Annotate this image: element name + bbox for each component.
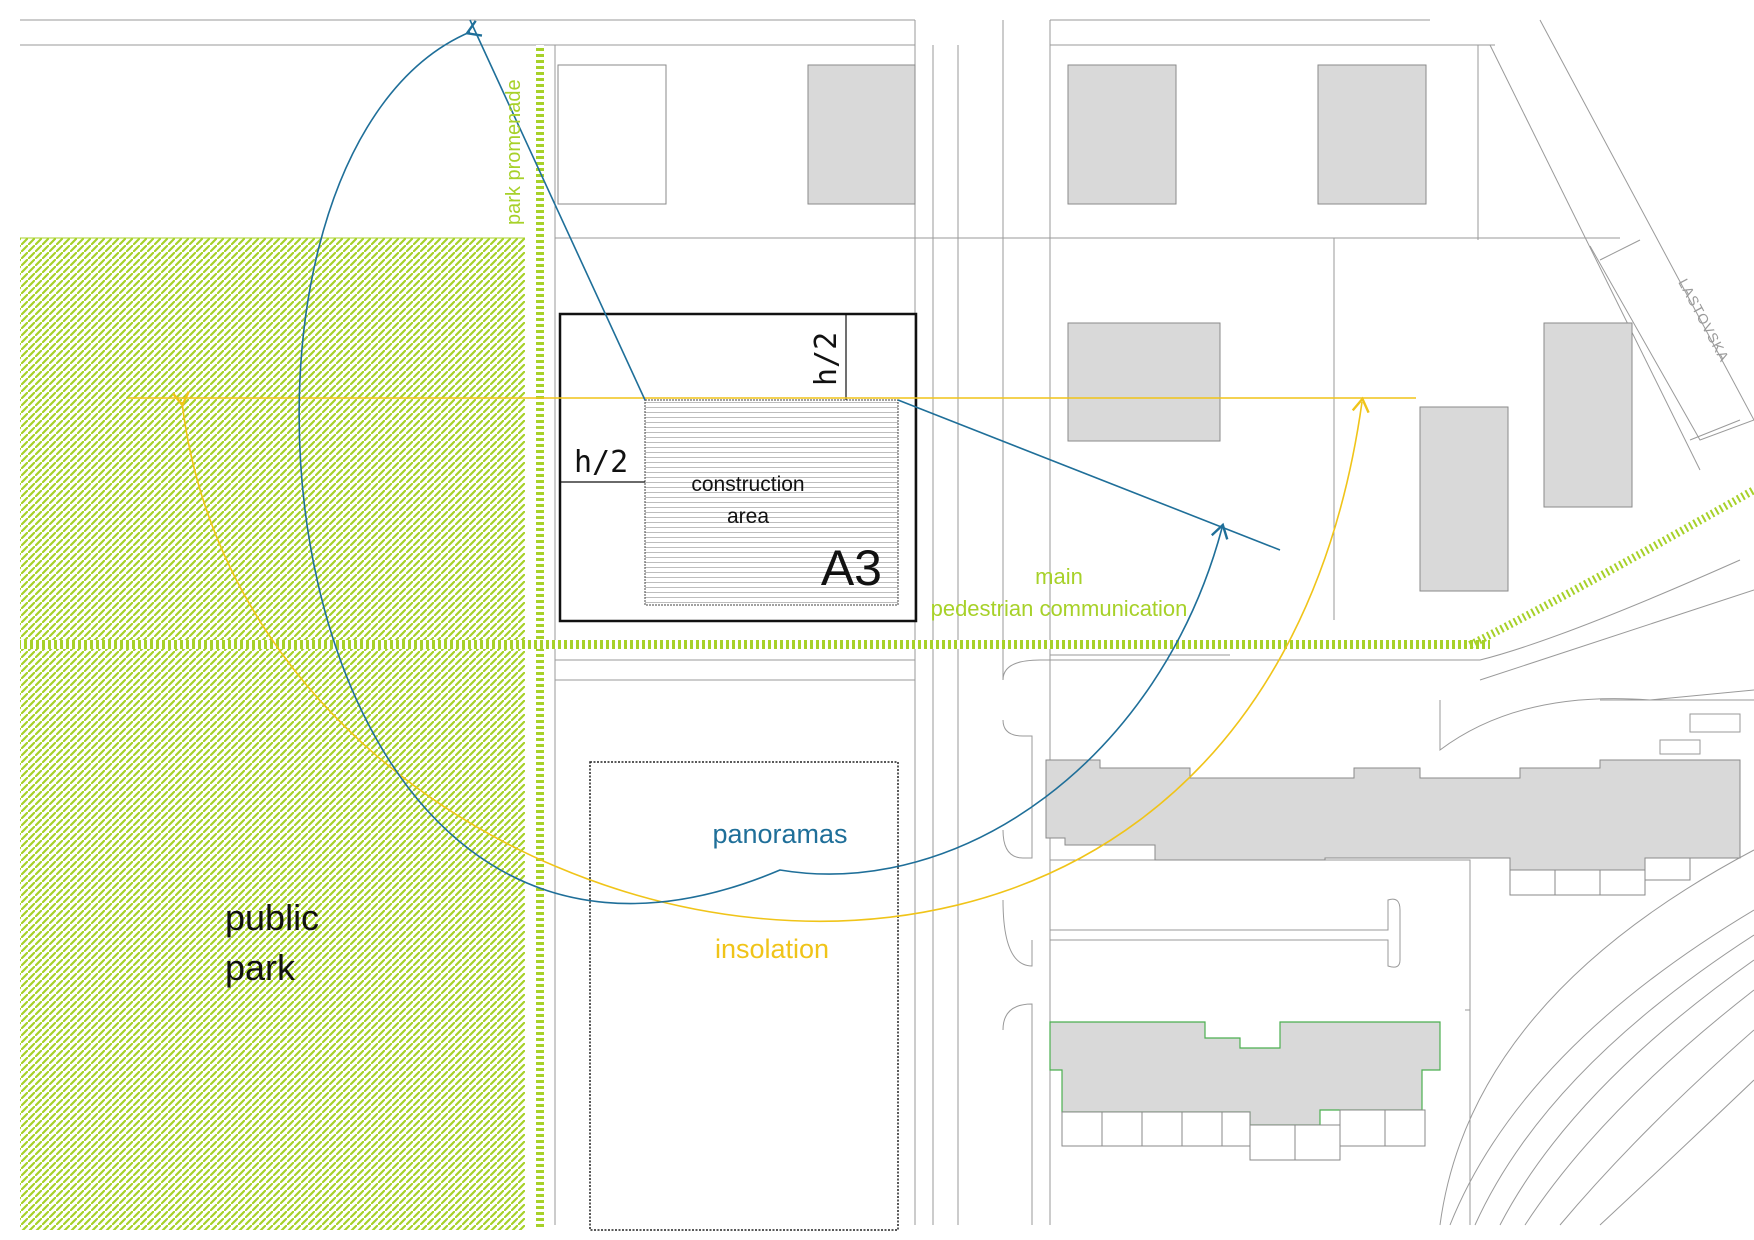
park-promenade-line <box>536 45 544 1230</box>
street-name-label: LASTOVSKA <box>1675 276 1732 365</box>
main-pedestrian-label-1: main <box>1035 564 1083 589</box>
insolation-arc <box>171 391 1370 923</box>
public-park-area <box>20 238 525 1230</box>
panorama-arc <box>298 20 1229 904</box>
pedestrian-communication-diagonal <box>1468 486 1754 649</box>
main-pedestrian-label-2: pedestrian communication <box>931 596 1188 621</box>
southern-plot <box>589 761 899 1231</box>
park-promenade-label: park promenade <box>503 79 525 225</box>
construction-area-label-1: construction <box>691 473 804 496</box>
insolation-label: insolation <box>715 934 829 964</box>
plot-id-label: A3 <box>821 540 882 596</box>
public-park-label-1: public <box>225 897 319 938</box>
construction-area-label-2: area <box>727 505 769 528</box>
pedestrian-communication-line <box>20 640 1490 649</box>
panoramas-label: panoramas <box>712 819 847 849</box>
public-park-label-2: park <box>225 947 296 988</box>
h-half-label-top: h/2 <box>809 332 844 386</box>
unit-boxes <box>1061 857 1691 1161</box>
h-half-label-left: h/2 <box>574 445 628 480</box>
